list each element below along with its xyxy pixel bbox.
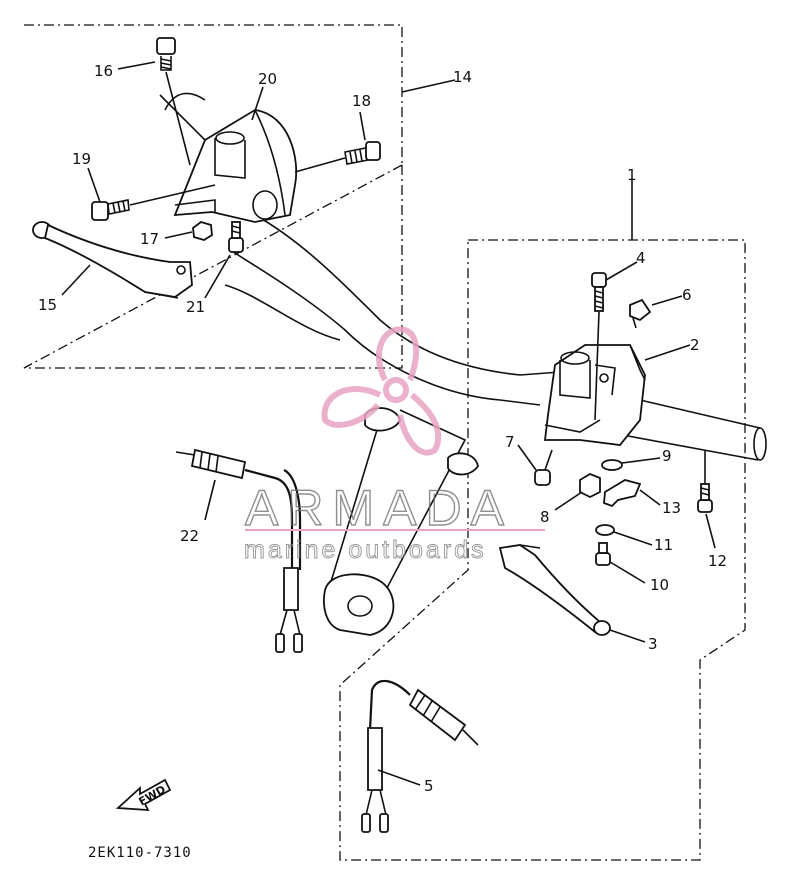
screw-7 — [534, 449, 553, 486]
callout-19: 19 — [72, 150, 91, 168]
watermark: ARMADA marine outboards — [244, 326, 545, 564]
leader-19 — [87, 167, 101, 203]
propeller-logo-icon — [321, 326, 442, 456]
leader-6 — [651, 295, 683, 306]
shift-arm — [323, 407, 479, 636]
leader-13 — [639, 489, 661, 506]
leader-21 — [204, 254, 231, 299]
callout-11: 11 — [654, 536, 673, 554]
leader-3 — [609, 629, 646, 643]
leader-7 — [517, 444, 537, 471]
callout-3: 3 — [648, 635, 658, 653]
watermark-tagline: marine outboards — [244, 536, 487, 564]
callout-14: 14 — [453, 68, 472, 86]
callout-16: 16 — [94, 62, 113, 80]
callout-21: 21 — [186, 298, 205, 316]
leader-11 — [613, 531, 653, 546]
screw-4 — [591, 272, 607, 421]
leader-14 — [401, 79, 456, 93]
leader-9 — [621, 457, 661, 464]
callout-8: 8 — [540, 508, 550, 526]
callout-18: 18 — [352, 92, 371, 110]
leader-8 — [554, 491, 583, 511]
screw-18 — [294, 141, 381, 173]
nut-8 — [579, 472, 601, 499]
forward-arrow-icon: FWD — [115, 778, 172, 812]
lever-3 — [498, 544, 611, 636]
callout-9: 9 — [662, 447, 672, 465]
switch-cable-5 — [361, 679, 479, 833]
handlebar-outline — [224, 214, 767, 461]
switch-housing-upper — [159, 92, 298, 223]
leader-5 — [377, 769, 421, 786]
leader-2 — [644, 344, 691, 361]
leader-22 — [204, 479, 216, 521]
callout-12: 12 — [708, 552, 727, 570]
screw-10 — [595, 542, 611, 566]
leader-10 — [609, 561, 646, 584]
nut-17 — [192, 221, 213, 241]
callout-22: 22 — [180, 527, 199, 545]
leader-18 — [359, 111, 366, 141]
callout-17: 17 — [140, 230, 159, 248]
leader-17 — [164, 231, 193, 239]
callout-5: 5 — [424, 777, 434, 795]
callout-20: 20 — [258, 70, 277, 88]
screw-16 — [156, 37, 191, 166]
drawing-code: 2EK110-7310 — [88, 845, 192, 861]
callout-6: 6 — [682, 286, 692, 304]
washer-9 — [601, 459, 623, 471]
switch-housing-right — [543, 344, 646, 446]
lever-15 — [32, 221, 193, 299]
callout-2: 2 — [690, 336, 700, 354]
screw-21 — [228, 221, 244, 253]
watermark-brand: ARMADA — [245, 480, 513, 536]
leader-20 — [251, 86, 264, 121]
leader-12 — [705, 513, 716, 549]
washer-11 — [595, 524, 615, 536]
callout-4: 4 — [636, 249, 646, 267]
leader-15 — [61, 264, 91, 296]
screw-6 — [629, 298, 652, 329]
bolt-12 — [697, 450, 713, 513]
leader-16 — [117, 61, 156, 70]
assembly-boundary-14 — [23, 24, 403, 369]
callout-15: 15 — [38, 296, 57, 314]
assembly-boundary-1 — [339, 239, 746, 861]
callout-13: 13 — [662, 499, 681, 517]
clip-13 — [603, 479, 642, 508]
leader-4 — [605, 261, 638, 281]
switch-cable-22 — [175, 448, 303, 653]
callout-1: 1 — [627, 166, 637, 184]
callout-10: 10 — [650, 576, 669, 594]
callout-7: 7 — [505, 433, 515, 451]
